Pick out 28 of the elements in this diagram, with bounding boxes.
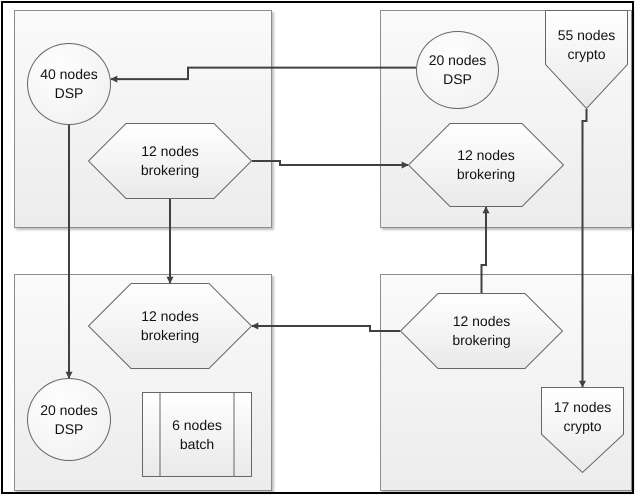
node-label: 20 nodes DSP	[39, 400, 99, 438]
arrow	[579, 109, 588, 388]
arrow	[110, 66, 416, 83]
arrow	[66, 125, 72, 379]
arrow	[480, 206, 490, 293]
group-panel	[380, 274, 632, 491]
node-label: 17 nodes crypto	[552, 398, 612, 436]
group-panel	[14, 274, 272, 491]
batch-process-box	[142, 392, 252, 477]
node-label: 40 nodes DSP	[39, 65, 99, 103]
crypto-pentagon	[541, 387, 624, 473]
node-label: 12 nodes brokering	[451, 312, 512, 350]
node-label: 12 nodes brokering	[456, 146, 516, 184]
crypto-pentagon	[545, 10, 628, 109]
node-label: 12 nodes brokering	[140, 307, 200, 345]
node-label: 6 nodes batch	[171, 416, 223, 454]
group-panel	[380, 10, 632, 228]
group-panel	[14, 10, 272, 228]
brokering-hexagon	[88, 283, 252, 369]
brokering-hexagon	[408, 123, 564, 207]
node-label: 12 nodes brokering	[140, 142, 200, 180]
brokering-hexagon	[400, 293, 563, 369]
arrow	[166, 199, 174, 284]
node-label: 20 nodes DSP	[428, 51, 488, 89]
brokering-hexagon	[88, 123, 252, 199]
node-label: 55 nodes crypto	[556, 26, 616, 64]
arrow	[251, 322, 400, 332]
arrow	[252, 160, 409, 168]
